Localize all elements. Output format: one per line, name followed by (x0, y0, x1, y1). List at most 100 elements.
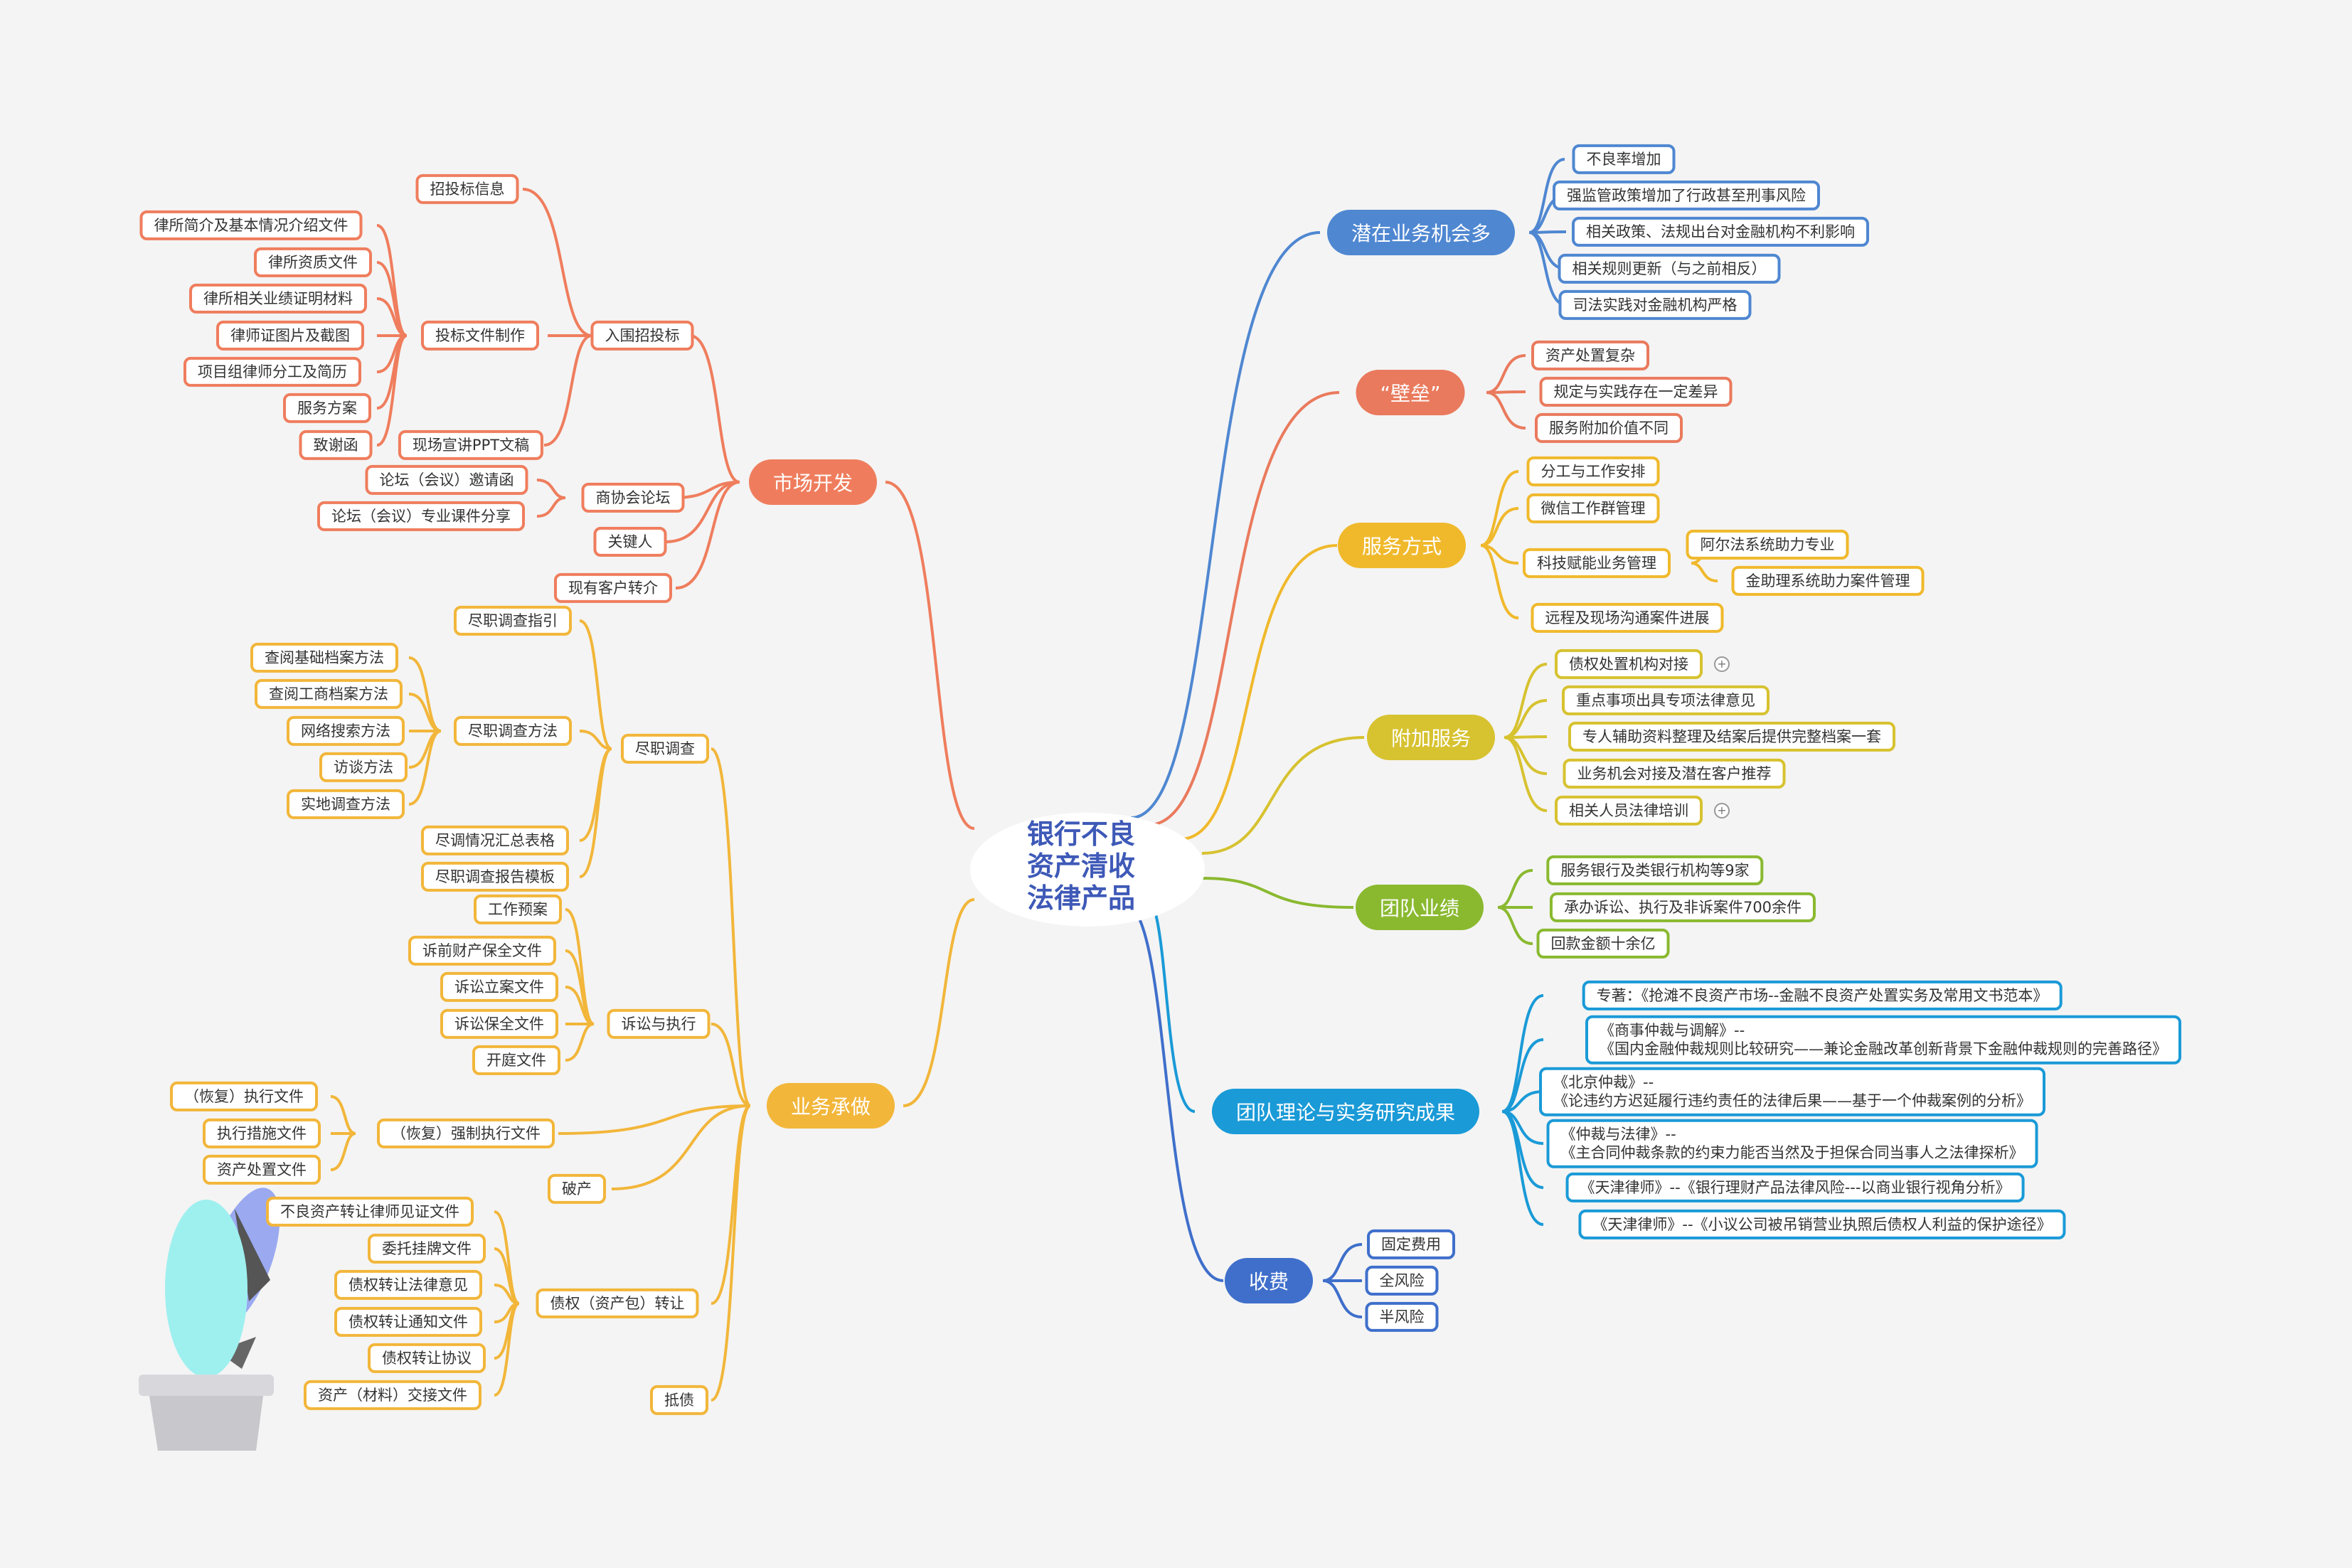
toubiao-item[interactable]: 服务方案 (283, 393, 371, 424)
lilun-item[interactable]: 专著：《抢滩不良资产市场--金融不良资产处置实务及常用文书范本》 (1582, 980, 2063, 1011)
fujia-item[interactable]: 业务机会对接及潜在客户推荐 (1563, 758, 1786, 789)
fuwu-item[interactable]: 远程及现场沟通案件进展 (1531, 602, 1724, 634)
shichang-ppt[interactable]: 现场宣讲PPT文稿 (398, 430, 544, 461)
qianzai-item[interactable]: 强监管政策增加了行政甚至刑事风险 (1553, 180, 1820, 211)
connector-line (408, 730, 442, 769)
susong-item[interactable]: 诉讼保全文件 (440, 1008, 558, 1040)
shoufei-item[interactable]: 全风险 (1365, 1265, 1439, 1296)
toubiao-item[interactable]: 律所资质文件 (254, 247, 372, 278)
zhaiquan-item[interactable]: 债权转让通知文件 (334, 1306, 482, 1338)
yewu-dizhai[interactable]: 抵债 (650, 1385, 708, 1416)
tuandui-item[interactable]: 服务银行及类银行机构等9家 (1546, 855, 1764, 886)
shichang-toubiao[interactable]: 投标文件制作 (421, 320, 539, 351)
fujia-item[interactable]: 专人辅助资料整理及结案后提供完整档案一套 (1568, 721, 1895, 752)
qianzai-item[interactable]: 不良率增加 (1572, 144, 1676, 175)
branch-yewu[interactable]: 业务承做 (766, 1083, 895, 1129)
branch-tuandui[interactable]: 团队业绩 (1355, 885, 1484, 930)
branch-bilei[interactable]: “壁垒” (1356, 370, 1465, 415)
susong-item[interactable]: 开庭文件 (472, 1045, 560, 1076)
fuwu-item[interactable]: 分工与工作安排 (1526, 456, 1660, 487)
connector-line (1528, 158, 1565, 234)
connector-line (408, 693, 442, 732)
tuandui-item[interactable]: 回款金额十余亿 (1536, 928, 1670, 959)
fangfa-item[interactable]: 实地调查方法 (287, 789, 405, 820)
yewu-pochan[interactable]: 破产 (548, 1173, 606, 1205)
toubiao-item[interactable]: 致谢函 (299, 430, 373, 461)
fuwu-item[interactable]: 微信工作群管理 (1526, 493, 1660, 524)
expand-icon[interactable]: + (1714, 803, 1730, 818)
fujia-item[interactable]: 相关人员法律培训 (1555, 795, 1703, 826)
toubiao-item[interactable]: 项目组律师分工及简历 (183, 356, 361, 388)
shichang-guanjianren[interactable]: 关键人 (593, 526, 667, 558)
lilun-item[interactable]: 《天津律师》--《小议公司被吊销营业执照后债权人利益的保护途径》 (1578, 1209, 2066, 1240)
zhaiquan-item[interactable]: 委托挂牌文件 (368, 1233, 486, 1264)
shoufei-item[interactable]: 固定费用 (1367, 1229, 1455, 1260)
fujia-item[interactable]: 重点事项出具专项法律意见 (1562, 685, 1770, 716)
shanghui-item[interactable]: 论坛（会议）专业课件分享 (317, 501, 525, 532)
branch-shoufei[interactable]: 收费 (1224, 1258, 1314, 1303)
lilun-item[interactable]: 《天津律师》--《银行理财产品法律风险---以商业银行视角分析》 (1565, 1172, 2025, 1203)
toubiao-item[interactable]: 律所相关业绩证明材料 (189, 283, 367, 314)
connector-line (565, 908, 595, 1025)
shichang-shanghui[interactable]: 商协会论坛 (581, 482, 685, 513)
shoufei-item[interactable]: 半风险 (1365, 1301, 1439, 1333)
zhaiquan-item[interactable]: 资产（材料）交接文件 (304, 1380, 481, 1411)
susong-item[interactable]: 诉前财产保全文件 (408, 935, 556, 966)
qianzai-item[interactable]: 相关规则更新（与之前相反） (1558, 253, 1781, 284)
jindiao-huizong[interactable]: 尽调情况汇总表格 (421, 825, 569, 856)
jindiao-baogao[interactable]: 尽职调查报告模板 (421, 861, 569, 892)
fangfa-item[interactable]: 查阅基础档案方法 (250, 642, 398, 673)
connector-line (1148, 391, 1340, 826)
fangfa-item[interactable]: 访谈方法 (319, 752, 408, 783)
susong-item[interactable]: 工作预案 (474, 894, 562, 925)
branch-qianzai[interactable]: 潜在业务机会多 (1326, 210, 1516, 255)
shichang-ruwei[interactable]: 入围招投标 (590, 320, 694, 351)
susong-item[interactable]: 诉讼立案文件 (440, 971, 558, 1003)
branch-shichang[interactable]: 市场开发 (748, 459, 878, 505)
bilei-item[interactable]: 资产处置复杂 (1531, 340, 1649, 371)
toubiao-item[interactable]: 律师证图片及截图 (216, 320, 364, 351)
qiangzhi-item[interactable]: 执行措施文件 (203, 1118, 321, 1149)
shichang-xianyou[interactable]: 现有客户转介 (554, 572, 672, 604)
lilun-item[interactable]: 《北京仲裁》-- 《论违约方迟延履行违约责任的法律后果——基于一个仲裁案例的分析… (1539, 1067, 2045, 1116)
yewu-jindiao[interactable]: 尽职调查 (621, 733, 709, 764)
bilei-item[interactable]: 规定与实践存在一定差异 (1539, 376, 1733, 407)
fuwu-tech-sub[interactable]: 阿尔法系统助力专业 (1686, 529, 1849, 560)
qianzai-item[interactable]: 相关政策、法规出台对金融机构不利影响 (1572, 216, 1869, 247)
connector-line (1486, 391, 1526, 430)
branch-fuwu[interactable]: 服务方式 (1337, 523, 1467, 568)
qiangzhi-item[interactable]: （恢复）执行文件 (170, 1081, 318, 1112)
fuwu-tech-sub[interactable]: 金助理系统助力案件管理 (1731, 565, 1925, 597)
fujia-item[interactable]: 债权处置机构对接 (1555, 649, 1703, 680)
jindiao-zhiyin[interactable]: 尽职调查指引 (454, 605, 572, 636)
zhaiquan-item[interactable]: 债权转让协议 (368, 1343, 486, 1374)
zhaiquan-item[interactable]: 债权转让法律意见 (334, 1269, 482, 1301)
central-topic[interactable]: 银行不良 资产清收 法律产品 (969, 812, 1205, 927)
connector-line (522, 188, 592, 337)
jindiao-fangfa[interactable]: 尽职调查方法 (454, 715, 572, 747)
branch-lilun[interactable]: 团队理论与实务研究成果 (1211, 1089, 1480, 1134)
shanghui-item[interactable]: 论坛（会议）邀请函 (365, 464, 528, 496)
fangfa-item[interactable]: 网络搜索方法 (287, 715, 405, 747)
toubiao-item[interactable]: 律所简介及基本情况介绍文件 (139, 210, 363, 241)
lilun-item[interactable]: 《仲裁与法律》-- 《主合同仲裁条款的约束力能否当然及于担保合同当事人之法律探析… (1546, 1119, 2038, 1168)
connector-line (408, 730, 442, 806)
expand-icon[interactable]: + (1714, 656, 1730, 672)
connector-line (885, 481, 975, 830)
qiangzhi-item[interactable]: 资产处置文件 (203, 1154, 321, 1185)
connector-line (1322, 1279, 1363, 1318)
plant-illustration (139, 1188, 280, 1451)
yewu-susong[interactable]: 诉讼与执行 (607, 1008, 711, 1040)
qianzai-item[interactable]: 司法实践对金融机构严格 (1558, 289, 1752, 321)
zhaiquan-item[interactable]: 不良资产转让律师见证文件 (266, 1196, 474, 1227)
fangfa-item[interactable]: 查阅工商档案方法 (255, 678, 403, 710)
yewu-zhaiquan[interactable]: 债权（资产包）转让 (536, 1288, 699, 1319)
shichang-zhaotoubiao[interactable]: 招投标信息 (415, 174, 519, 205)
tuandui-item[interactable]: 承办诉讼、执行及非诉案件700余件 (1549, 892, 1816, 923)
bilei-item[interactable]: 服务附加价值不同 (1535, 412, 1683, 444)
fuwu-tech-item[interactable]: 科技赋能业务管理 (1523, 548, 1671, 579)
yewu-qiangzhi[interactable]: （恢复）强制执行文件 (377, 1118, 555, 1149)
connector-line (711, 1104, 752, 1402)
branch-fujia[interactable]: 附加服务 (1366, 715, 1496, 760)
lilun-item[interactable]: 《商事仲裁与调解》-- 《国内金融仲裁规则比较研究——兼论金融改革创新背景下金融… (1585, 1015, 2181, 1065)
